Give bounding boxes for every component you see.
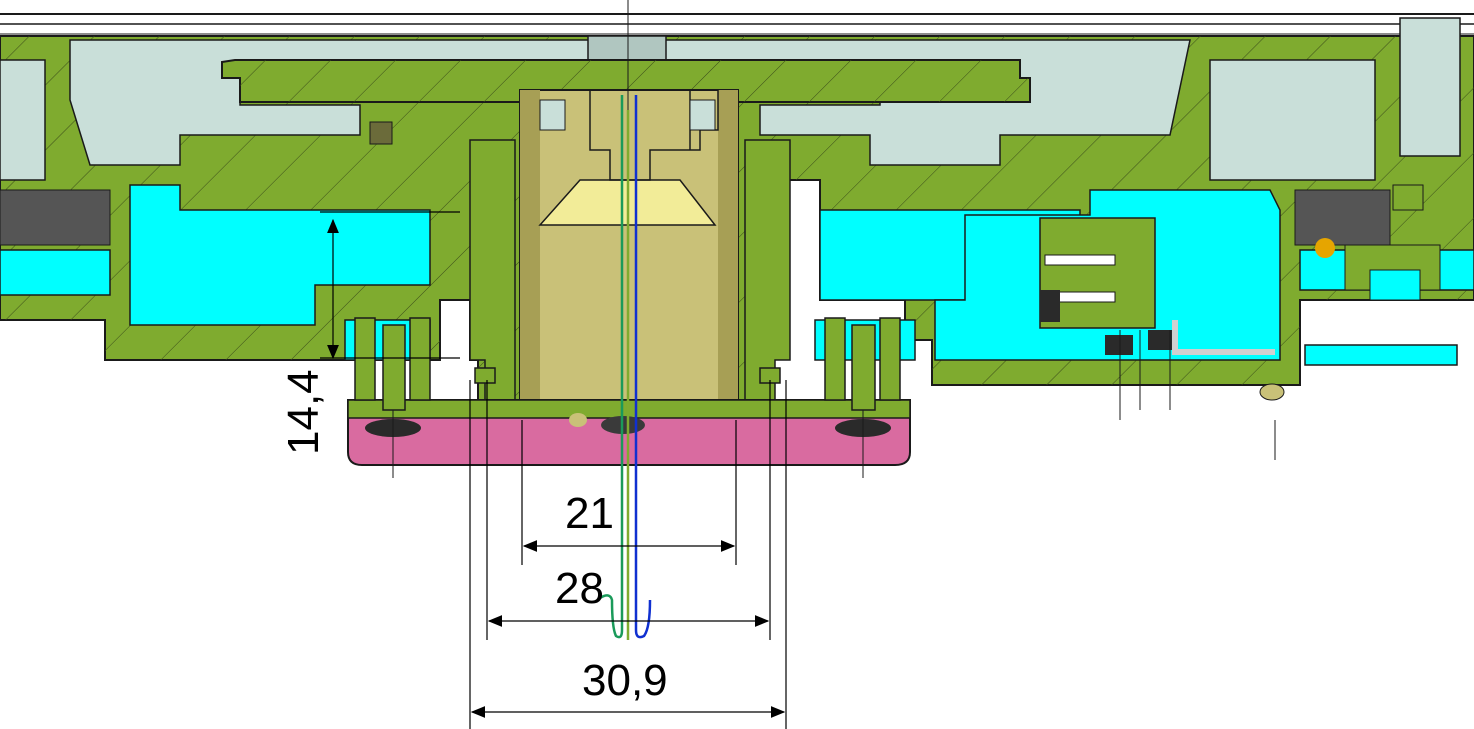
mounting-pegs: [354, 317, 901, 411]
dimension-middle-label: 28: [555, 564, 604, 613]
dimension-inner-label: 21: [565, 489, 614, 538]
side-collars: [469, 139, 791, 401]
grommets: [0, 121, 1391, 246]
right-connector: [1039, 184, 1441, 401]
dimension-height-label: 14,4: [279, 369, 328, 455]
dimension-lines: [320, 211, 787, 729]
top-frame: [0, 13, 1474, 35]
dimension-outer-label: 30,9: [582, 656, 668, 705]
